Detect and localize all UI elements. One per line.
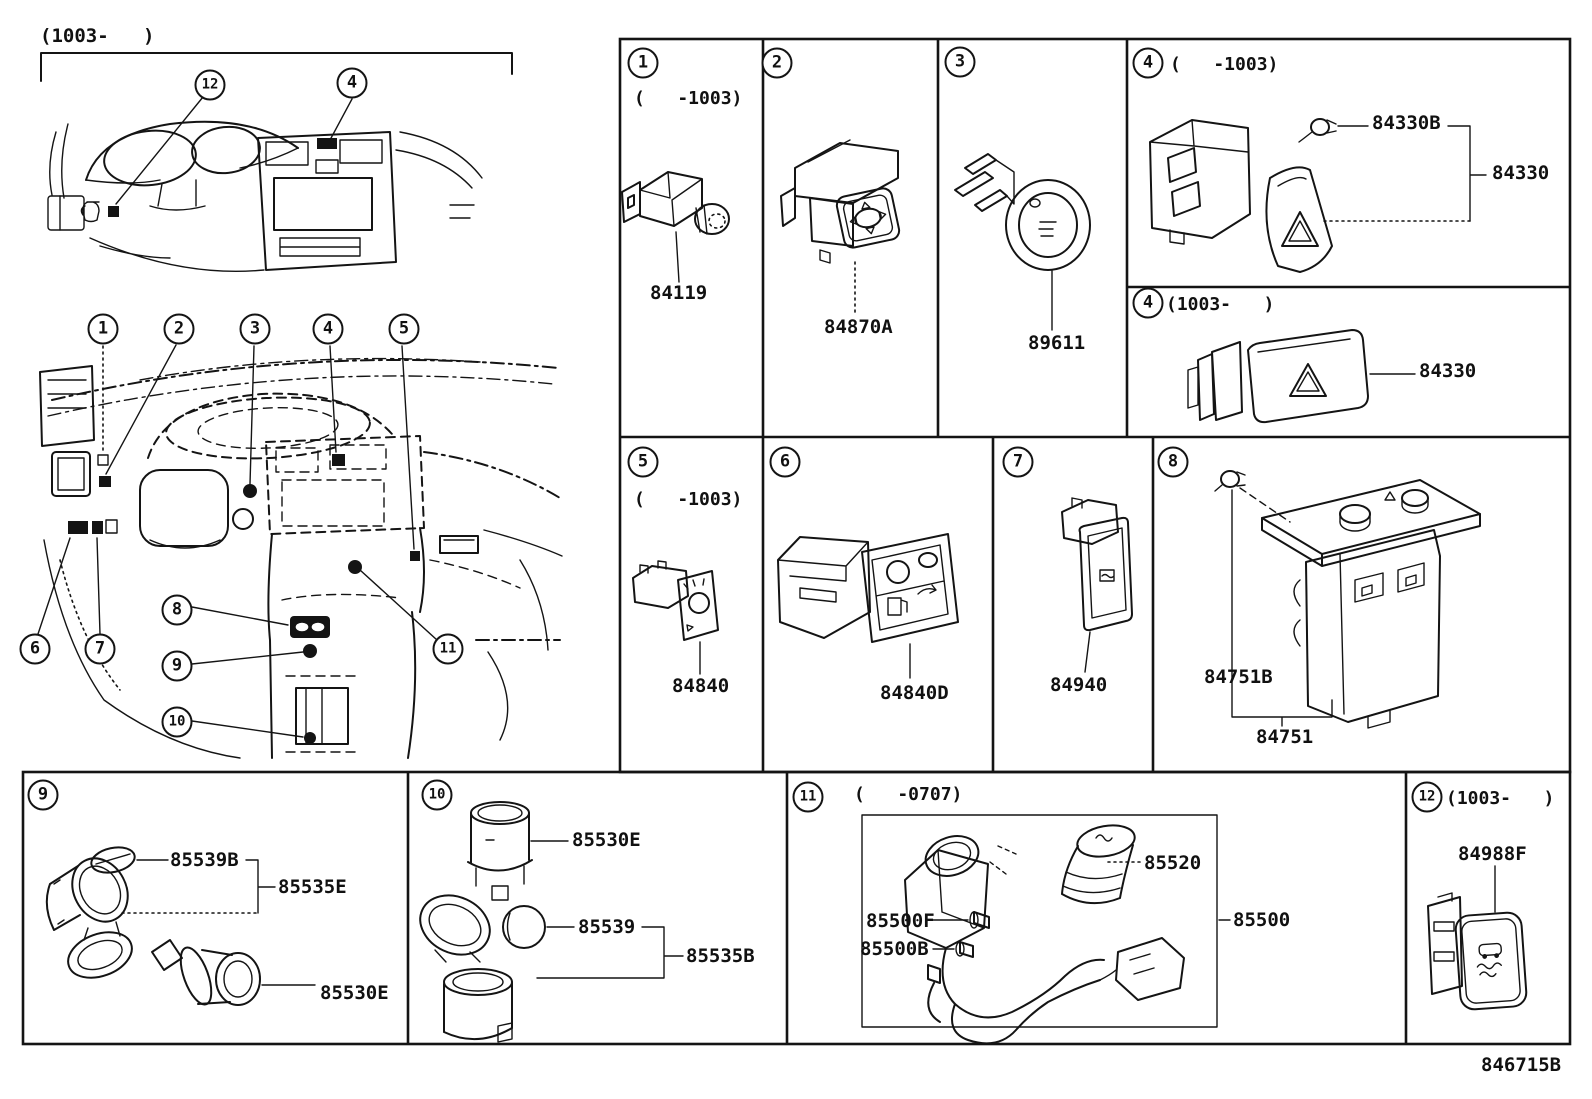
cell5-number: 5: [627, 446, 659, 478]
overview-main-sketch: [37, 344, 563, 759]
cell9-number: 9: [27, 779, 59, 811]
part-84330-early-drawing: [1149, 118, 1487, 273]
cell9-lighter-socket-drawing: [45, 846, 316, 1006]
cell11-date: ( -0707): [854, 784, 963, 805]
part-number-84330-early: 84330: [1492, 162, 1550, 184]
part-number-85535E: 85535E: [278, 876, 347, 898]
callout-main-7: 7: [84, 633, 116, 665]
part-number-85530E-cell9: 85530E: [320, 982, 389, 1004]
part-number-85539B: 85539B: [170, 849, 239, 871]
parts-grid-borders: [21, 37, 1572, 1046]
part-number-84840: 84840: [672, 675, 730, 697]
cell5-date: ( -1003): [634, 489, 743, 510]
part-number-84119: 84119: [650, 282, 708, 304]
figure-code: 846715B: [1481, 1054, 1562, 1076]
part-number-84751: 84751: [1256, 726, 1314, 748]
cell4a-number: 4: [1132, 47, 1164, 79]
callout-main-2: 2: [163, 313, 195, 345]
part-number-84840D: 84840D: [880, 682, 949, 704]
cell3-number: 3: [944, 46, 976, 78]
part-number-84751B: 84751B: [1204, 666, 1273, 688]
part-84988F-drawing: [1427, 865, 1528, 1011]
part-number-85535B: 85535B: [686, 945, 755, 967]
cell10-number: 10: [421, 779, 453, 811]
part-number-85500: 85500: [1233, 909, 1291, 931]
cell12-number: 12: [1411, 781, 1443, 813]
callout-main-3: 3: [239, 313, 271, 345]
part-84840D-drawing: [777, 533, 959, 679]
callout-main-1: 1: [87, 313, 119, 345]
cell11-number: 11: [792, 781, 824, 813]
callout-main-8: 8: [161, 594, 193, 626]
part-number-84940: 84940: [1050, 674, 1108, 696]
part-number-84870A: 84870A: [824, 316, 893, 338]
part-84751-drawing: [1214, 470, 1481, 729]
overview-top-date-range: (1003- ): [40, 25, 155, 47]
cell11-lighter-assy-drawing: [861, 814, 1231, 1045]
callout-main-10: 10: [161, 706, 193, 738]
part-84330-late-drawing: [1187, 329, 1416, 424]
part-84870A-drawing: [780, 139, 901, 317]
part-number-85539: 85539: [578, 916, 636, 938]
callout-top-12: 12: [194, 69, 226, 101]
callout-main-4: 4: [312, 313, 344, 345]
part-89611-drawing: [954, 153, 1091, 331]
cell2-number: 2: [761, 47, 793, 79]
part-number-89611: 89611: [1028, 332, 1086, 354]
cell4b-date: (1003- ): [1166, 294, 1275, 315]
callout-main-11: 11: [432, 633, 464, 665]
overview-top-sketch: [40, 52, 513, 273]
part-84840-drawing: [632, 560, 719, 675]
part-number-84330-late: 84330: [1419, 360, 1477, 382]
cell1-number: 1: [627, 47, 659, 79]
cell6-number: 6: [769, 446, 801, 478]
cell4b-number: 4: [1132, 287, 1164, 319]
cell4a-date: ( -1003): [1170, 54, 1279, 75]
cell10-lighter-socket-drawing: [419, 801, 684, 1043]
cell7-number: 7: [1002, 446, 1034, 478]
callout-main-9: 9: [161, 650, 193, 682]
part-number-85500F: 85500F: [866, 910, 935, 932]
part-number-85500B: 85500B: [860, 938, 929, 960]
cell8-number: 8: [1157, 446, 1189, 478]
cell1-date: ( -1003): [634, 88, 743, 109]
callout-top-4: 4: [336, 67, 368, 99]
callout-main-5: 5: [388, 313, 420, 345]
part-number-85530E-cell10: 85530E: [572, 829, 641, 851]
part-number-84988F: 84988F: [1458, 843, 1527, 865]
part-84940-drawing: [1061, 497, 1133, 673]
cell12-date: (1003- ): [1446, 788, 1555, 809]
part-84119-drawing: [621, 171, 730, 283]
part-number-84330B: 84330B: [1372, 112, 1441, 134]
part-number-85520: 85520: [1144, 852, 1202, 874]
callout-main-6: 6: [19, 633, 51, 665]
